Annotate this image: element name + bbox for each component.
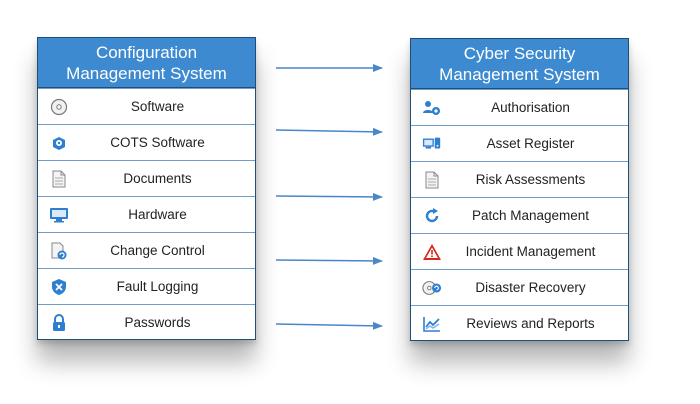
mapping-arrow	[275, 256, 383, 265]
list-item-passwords: Passwords	[38, 304, 255, 340]
configuration-management-panel: Configuration Management System Software…	[37, 37, 256, 340]
chart-icon	[422, 314, 442, 334]
list-item-documents: Documents	[38, 160, 255, 196]
item-label: Documents	[123, 171, 192, 186]
list-item-disaster-recovery: Disaster Recovery	[411, 269, 628, 305]
cyber-security-management-panel: Cyber Security Management System Authori…	[410, 38, 629, 341]
item-label: Asset Register	[486, 136, 575, 151]
item-label: Authorisation	[491, 100, 570, 115]
panel-title-line1: Cyber Security	[463, 43, 576, 63]
disc-recovery-icon	[422, 278, 442, 298]
document-icon	[422, 170, 442, 190]
list-item-cots-software: COTS Software	[38, 124, 255, 160]
refresh-icon	[422, 206, 442, 226]
item-label: Change Control	[110, 243, 205, 258]
mapping-arrow	[275, 127, 383, 136]
mapping-arrow	[275, 321, 383, 330]
shield-x-icon	[49, 277, 69, 297]
item-label: COTS Software	[110, 135, 205, 150]
package-icon	[49, 133, 69, 153]
document-icon	[49, 169, 69, 189]
item-label: Disaster Recovery	[475, 280, 586, 295]
item-label: Patch Management	[471, 208, 590, 223]
item-label: Hardware	[128, 207, 187, 222]
item-label: Software	[130, 99, 185, 114]
panel-title-line2: Management System	[66, 63, 227, 83]
list-item-asset-register: Asset Register	[411, 125, 628, 161]
item-label: Incident Management	[465, 244, 596, 259]
users-gear-icon	[422, 98, 442, 118]
computer-icon	[49, 205, 69, 225]
item-label: Risk Assessments	[475, 172, 586, 187]
list-item-hardware: Hardware	[38, 196, 255, 232]
list-item-patch-management: Patch Management	[411, 197, 628, 233]
panel-header: Cyber Security Management System	[411, 39, 628, 89]
mapping-arrow	[275, 192, 383, 201]
document-refresh-icon	[49, 241, 69, 261]
devices-icon	[422, 134, 442, 154]
panel-title-line1: Configuration	[95, 42, 198, 62]
list-item-risk-assessments: Risk Assessments	[411, 161, 628, 197]
panel-header: Configuration Management System	[38, 38, 255, 88]
item-label: Reviews and Reports	[466, 316, 595, 331]
item-label: Fault Logging	[116, 279, 199, 294]
list-item-software: Software	[38, 88, 255, 124]
list-item-reviews-and-reports: Reviews and Reports	[411, 305, 628, 341]
disc-icon	[49, 97, 69, 117]
list-item-authorisation: Authorisation	[411, 89, 628, 125]
list-item-fault-logging: Fault Logging	[38, 268, 255, 304]
list-item-change-control: Change Control	[38, 232, 255, 268]
list-item-incident-management: Incident Management	[411, 233, 628, 269]
lock-icon	[49, 313, 69, 333]
warning-icon	[422, 242, 442, 262]
panel-title-line2: Management System	[439, 64, 600, 84]
item-label: Passwords	[124, 315, 191, 330]
